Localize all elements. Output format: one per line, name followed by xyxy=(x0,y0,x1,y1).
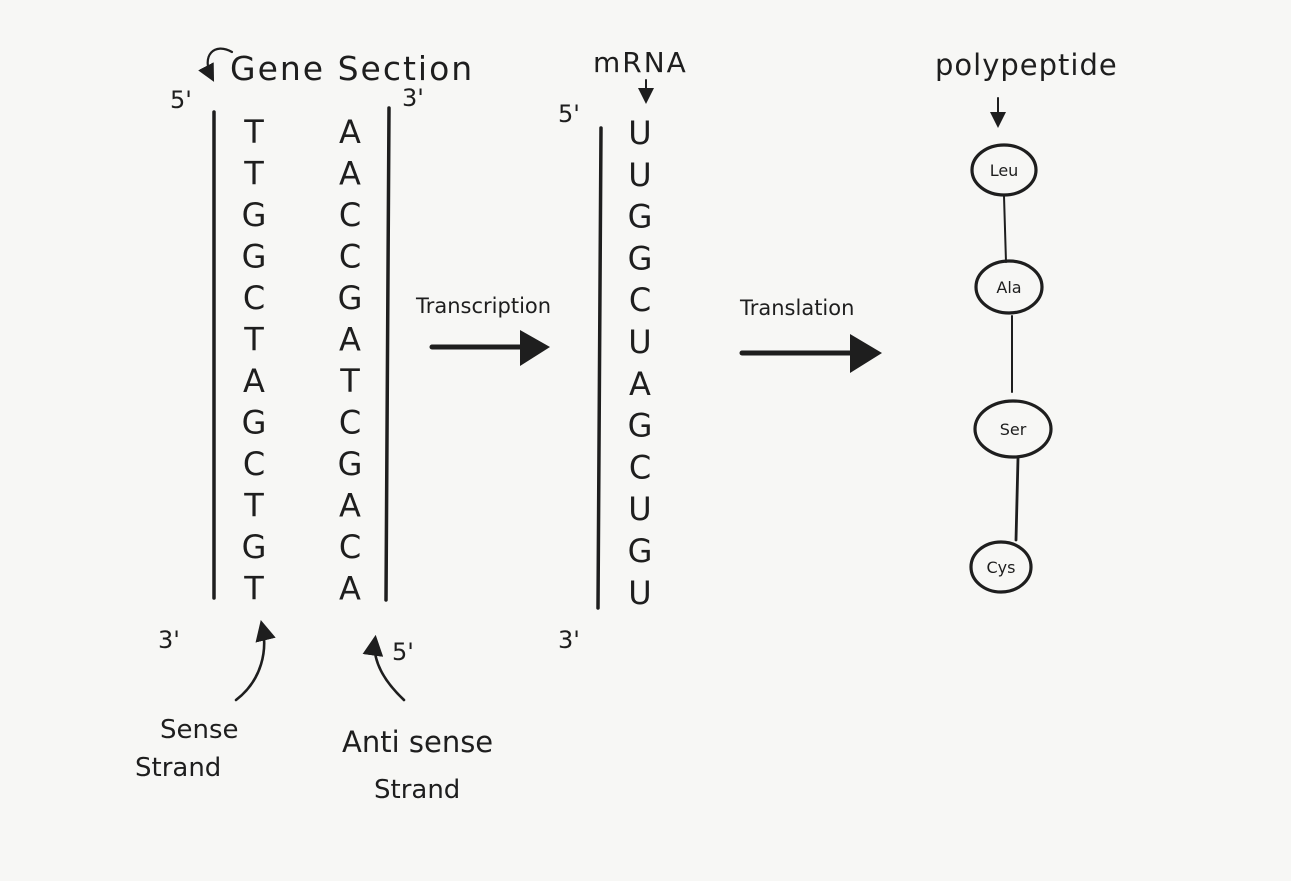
mrna-base-1: U xyxy=(628,114,651,152)
translation-label: Translation xyxy=(739,296,854,320)
antisense-strand-5prime-label: 5' xyxy=(392,638,414,666)
amino-acid-node-4: Cys xyxy=(969,540,1033,594)
mrna-base-8: G xyxy=(628,407,653,445)
amino-acid-node-2: Ala xyxy=(974,259,1044,315)
peptide-bond-1 xyxy=(1003,195,1007,263)
antisense-base-10: A xyxy=(339,487,361,525)
antisense-base-11: C xyxy=(339,528,361,566)
sense-base-5: C xyxy=(243,279,265,317)
antisense-base-4: C xyxy=(339,238,361,276)
polypeptide-title: polypeptide xyxy=(935,48,1118,82)
amino-acid-circle-3 xyxy=(973,399,1053,459)
amino-acid-circle-2 xyxy=(974,259,1044,315)
antisense-base-7: T xyxy=(339,362,360,400)
mrna-base-10: U xyxy=(628,490,651,528)
sense-base-9: C xyxy=(243,445,265,483)
sense-base-11: G xyxy=(242,528,267,566)
mrna-base-7: A xyxy=(629,365,651,403)
sense-base-12: T xyxy=(243,570,264,608)
sense-base-10: T xyxy=(243,487,264,525)
mrna-base-4: G xyxy=(628,239,653,277)
mrna-base-6: U xyxy=(628,323,651,361)
sense-base-8: G xyxy=(242,404,267,442)
mrna-base-2: U xyxy=(628,156,651,194)
antisense-base-1: A xyxy=(339,113,361,151)
sense-base-7: A xyxy=(243,362,265,400)
sense-strand-5prime-label: 5' xyxy=(170,86,192,114)
mrna-base-11: G xyxy=(628,532,653,570)
amino-acid-label-2: Ala xyxy=(996,278,1021,297)
antisense-base-3: C xyxy=(339,196,361,234)
mrna-base-3: G xyxy=(628,198,653,236)
amino-acid-node-1: Leu xyxy=(970,143,1038,197)
amino-acid-label-1: Leu xyxy=(990,161,1019,180)
sense-base-3: G xyxy=(242,196,267,234)
sense-strand-3prime-label: 3' xyxy=(158,626,180,654)
sense-base-6: T xyxy=(243,321,264,359)
antisense-strand-pointer-arrow xyxy=(362,634,406,702)
translation-arrow-head xyxy=(850,334,882,373)
gene-title-pointer-arrow xyxy=(198,47,234,82)
transcription-arrow-head xyxy=(520,330,550,366)
sense-base-2: T xyxy=(243,155,264,193)
mrna-title: mRNA xyxy=(593,46,688,79)
antisense-base-6: A xyxy=(339,321,361,359)
mrna-base-9: C xyxy=(629,448,651,486)
antisense-strand-label-line2: Strand xyxy=(374,775,460,805)
mrna-3prime-label: 3' xyxy=(558,626,580,654)
amino-acid-label-3: Ser xyxy=(1000,420,1027,439)
mrna-backbone xyxy=(596,126,603,610)
amino-acid-circle-1 xyxy=(970,143,1038,197)
antisense-strand-backbone xyxy=(384,106,391,602)
transcription-label: Transcription xyxy=(415,294,551,318)
antisense-strand-label-line1: Anti sense xyxy=(342,725,493,759)
peptide-bond-3 xyxy=(1014,456,1020,542)
amino-acid-circle-4 xyxy=(969,540,1033,594)
sense-strand-pointer-arrow xyxy=(234,619,276,702)
mrna-5prime-label: 5' xyxy=(558,100,580,128)
antisense-base-9: G xyxy=(338,445,363,483)
antisense-base-2: A xyxy=(339,155,361,193)
amino-acid-label-4: Cys xyxy=(987,558,1016,577)
sense-strand-label-line1: Sense xyxy=(160,715,239,745)
antisense-base-12: A xyxy=(339,570,361,608)
anti-strand-3prime-top-label: 3' xyxy=(402,84,424,112)
mrna-base-5: C xyxy=(629,281,651,319)
mrna-base-12: U xyxy=(628,574,651,612)
gene-section-title: Gene Section xyxy=(230,49,474,88)
sense-base-4: G xyxy=(242,238,267,276)
antisense-base-5: G xyxy=(338,279,363,317)
antisense-base-8: C xyxy=(339,404,361,442)
sense-base-1: T xyxy=(243,113,264,151)
sense-strand-label-line2: Strand xyxy=(135,753,221,783)
amino-acid-node-3: Ser xyxy=(973,399,1053,459)
